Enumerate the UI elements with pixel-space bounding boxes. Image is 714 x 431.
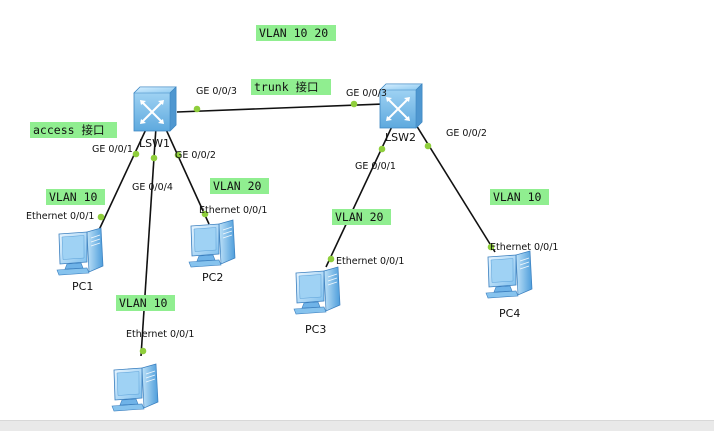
port-label-lsw1-g3: GE 0/0/3 [196,86,237,97]
link-lsw1-pc5[interactable] [140,126,157,357]
port-dots [97,100,495,355]
note-top: VLAN 10 20 [256,25,336,41]
note-pc2-vlan: VLAN 20 [210,178,269,194]
port-dot-lsw2-g3[interactable] [350,100,358,108]
note-pc2-vlan-text: VLAN 20 [213,179,262,193]
note-access-text: access 接口 [33,123,104,137]
port-dot-pc1-e[interactable] [97,213,105,221]
device-label-pc1: PC1 [72,280,93,293]
switch-lsw1[interactable] [133,86,177,132]
note-pc3-vlan-text: VLAN 20 [335,210,384,224]
link-lsw1-pc1[interactable] [98,124,149,231]
port-label-lsw1-g4: GE 0/0/4 [132,182,173,193]
pc-icon [56,227,104,276]
pc-pc2[interactable] [188,219,236,268]
note-pc4-vlan: VLAN 10 [490,189,549,205]
link-lsw2-pc4[interactable] [412,119,496,253]
note-access: access 接口 [30,122,117,138]
note-trunk-text: trunk 接口 [254,80,319,94]
device-label-pc4: PC4 [499,307,520,320]
port-dot-pc4-e[interactable] [487,243,495,251]
note-pc3-vlan: VLAN 20 [332,209,391,225]
port-dot-pc5-e[interactable] [139,347,147,355]
pc-pc4[interactable] [485,250,533,299]
note-trunk: trunk 接口 [251,79,331,95]
device-label-pc3: PC3 [305,323,326,336]
port-label-pc2-e: Ethernet 0/0/1 [199,205,267,216]
port-label-pc4-e: Ethernet 0/0/1 [490,242,558,253]
port-dot-pc3-e[interactable] [327,255,335,263]
link-lsw1-lsw2[interactable] [176,103,384,113]
link-lsw1-pc2[interactable] [163,124,210,225]
note-pc5-vlan: VLAN 10 [116,295,175,311]
pc-pc1[interactable] [56,227,104,276]
port-dot-lsw1-g3[interactable] [193,105,201,113]
device-label-lsw2: LSW2 [385,131,416,144]
note-pc1-vlan-text: VLAN 10 [49,190,98,204]
note-top-text: VLAN 10 20 [259,26,328,40]
port-label-lsw2-g1: GE 0/0/1 [355,161,396,172]
port-label-pc3-e: Ethernet 0/0/1 [336,256,404,267]
device-label-lsw1: LSW1 [139,137,170,150]
pc-pc3[interactable] [293,266,341,315]
port-label-lsw2-g3: GE 0/0/3 [346,88,387,99]
links [98,103,496,357]
port-label-pc5-e: Ethernet 0/0/1 [126,329,194,340]
note-pc5-vlan-text: VLAN 10 [119,296,168,310]
l3-switch-icon [133,86,177,132]
device-label-pc2: PC2 [202,271,223,284]
pc-icon [188,219,236,268]
link-lsw2-pc3[interactable] [325,119,396,268]
port-dot-lsw2-g1[interactable] [378,145,386,153]
port-dot-lsw2-g2[interactable] [424,142,432,150]
port-dot-lsw1-g4[interactable] [150,154,158,162]
horizontal-scrollbar[interactable] [0,420,714,431]
pc-pc5[interactable] [111,363,159,412]
note-pc4-vlan-text: VLAN 10 [493,190,542,204]
note-pc1-vlan: VLAN 10 [46,189,105,205]
pc-icon [485,250,533,299]
pc-icon [111,363,159,412]
port-dot-lsw1-g2[interactable] [174,151,182,159]
port-label-pc1-e: Ethernet 0/0/1 [26,211,94,222]
pc-icon [293,266,341,315]
port-dot-pc2-e[interactable] [201,210,209,218]
port-label-lsw2-g2: GE 0/0/2 [446,128,487,139]
port-label-lsw1-g2: GE 0/0/2 [175,150,216,161]
port-label-lsw1-g1: GE 0/0/1 [92,144,133,155]
port-dot-lsw1-g1[interactable] [132,150,140,158]
